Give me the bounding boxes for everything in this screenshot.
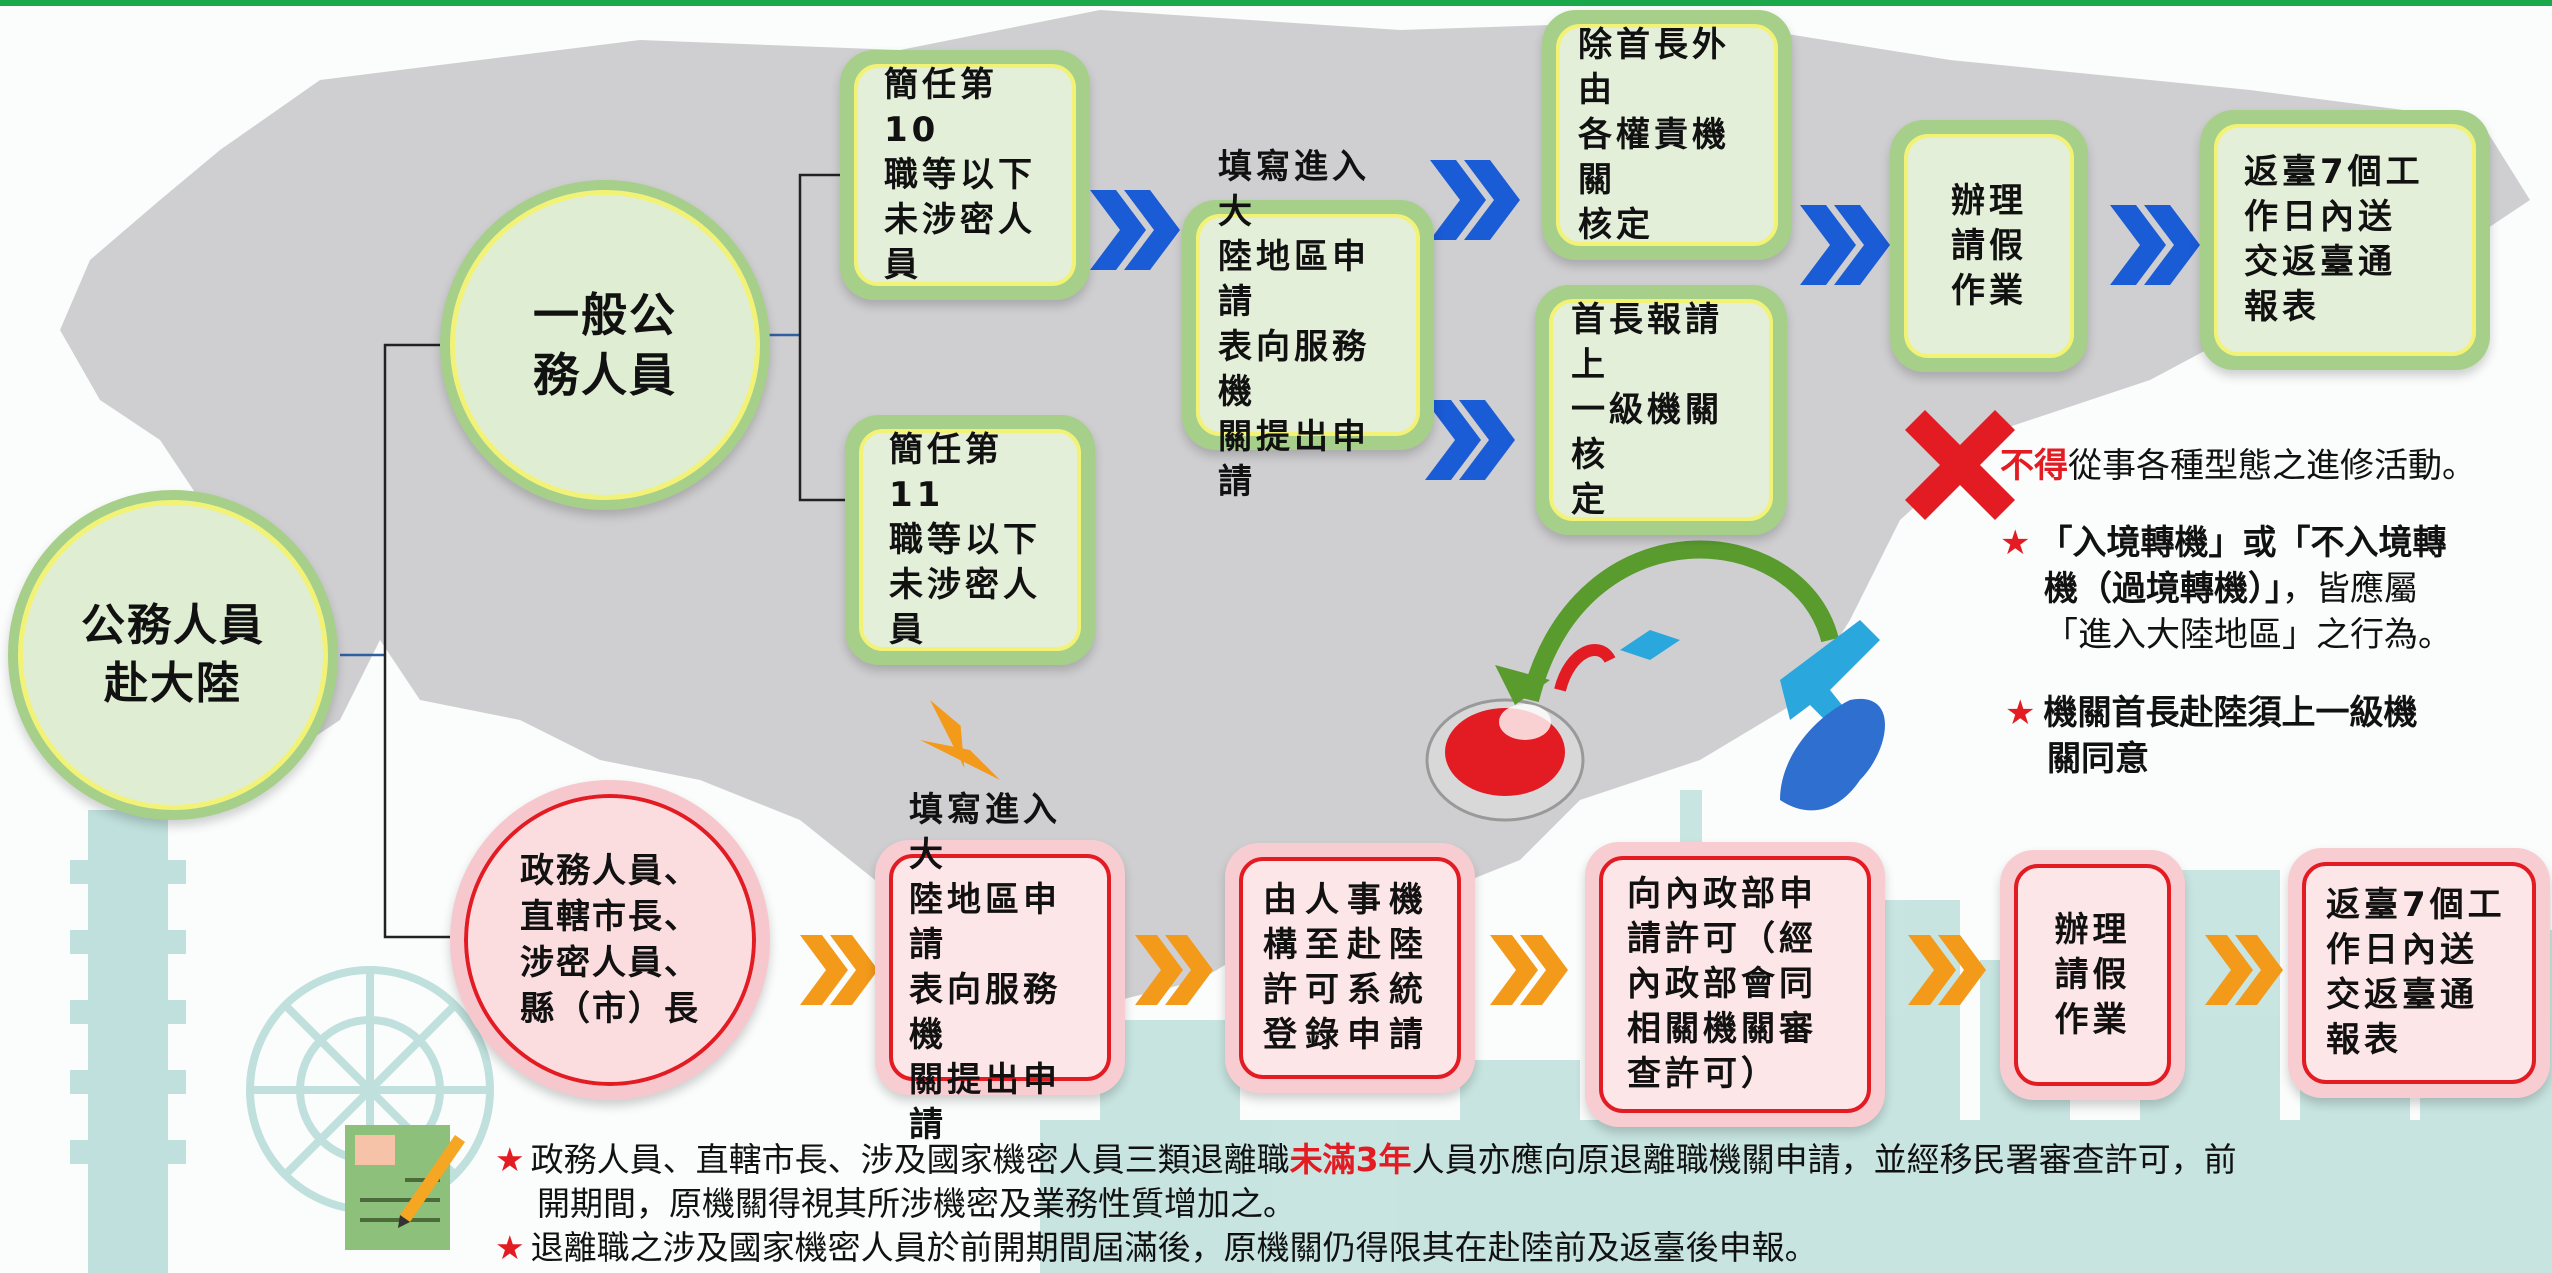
box-general-return-report: 返臺7個工 作日內送 交返臺通 報表 (2200, 110, 2490, 370)
red-button-icon (1425, 698, 1585, 822)
notepad-pencil-icon (345, 1125, 465, 1250)
root-node-civil-servants-to-mainland: 公務人員 赴大陸 (8, 490, 338, 820)
node-special-officials: 政務人員、 直轄市長、 涉密人員、 縣（市）長 (450, 780, 770, 1100)
box-special-return-report: 返臺7個工 作日內送 交返臺通 報表 (2288, 848, 2550, 1098)
note-no-study-activities: 不得從事各種型態之進修活動。 (2000, 446, 2476, 486)
box-general-fill-application-form: 填寫進入大 陸地區申請 表向服務機 關提出申請 (1182, 147, 1434, 502)
orange-chevron-arrows (800, 700, 2283, 1005)
note-head-needs-superior-consent: ★機關首長赴陸須上一級機 關同意 (2005, 693, 2418, 779)
box-special-leave-procedure: 辦理 請假 作業 (2000, 850, 2185, 1100)
red-x-icon (1905, 410, 2015, 520)
blue-chevron-arrows (1090, 160, 2200, 480)
airplane-icon (1620, 620, 1880, 745)
box-special-fill-application-form: 填寫進入大 陸地區申請 表向服務機 關提出申請 (875, 790, 1125, 1145)
red-curved-arrow (1554, 644, 1616, 692)
box-moi-permit-application: 向內政部申 請許可（經 內政部會同 相關機關審 查許可） (1585, 842, 1885, 1127)
node-general-civil-servants: 一般公 務人員 (440, 180, 770, 510)
note-transit-rule: ★「入境轉機」或「不入境轉 機（過境轉機）」，皆應屬 「進入大陸地區」之行為。 (2000, 523, 2452, 655)
box-grade10-non-classified: 簡任第10 職等以下 未涉密人 員 (840, 50, 1090, 300)
green-arc-arrow (1521, 540, 1839, 703)
top-accent-bar (0, 0, 2552, 6)
box-hr-register-permit-system: 由人事機 構至赴陸 許可系統 登錄申請 (1225, 843, 1475, 1093)
footer-note-retired-officials: ★政務人員、直轄市長、涉及國家機密人員三類退離職未滿3年人員亦應向原退離職機關申… (495, 1140, 2237, 1267)
box-grade11-non-classified: 簡任第11 職等以下 未涉密人 員 (845, 415, 1095, 665)
box-general-leave-procedure: 辦理 請假 作業 (1890, 120, 2088, 372)
taipei-101-tower (70, 810, 186, 1273)
taiwan-island-icon (1780, 698, 1885, 811)
connector-lines (340, 173, 845, 939)
box-head-approval-by-superior: 首長報請上 一級機關核 定 (1535, 285, 1787, 535)
box-approval-by-agency: 除首長外由 各權責機關 核定 (1542, 10, 1792, 260)
